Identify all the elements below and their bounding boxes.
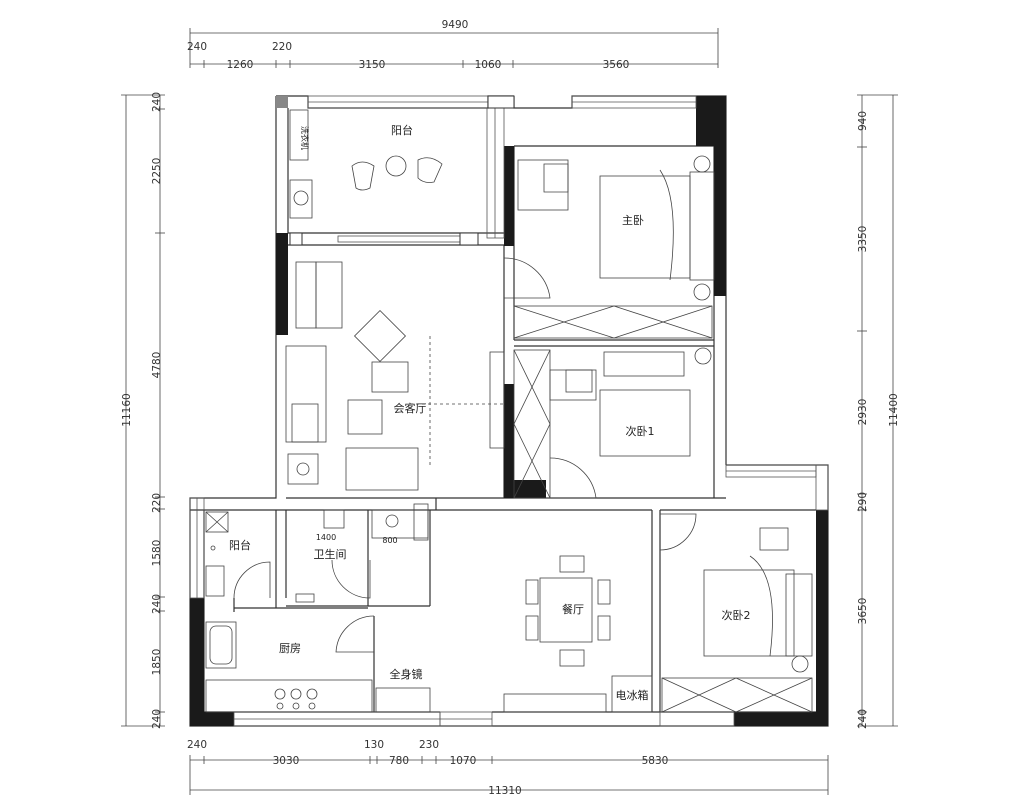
dim-bottom-3030: 3030: [273, 755, 300, 767]
room-labels: 阳台 主卧 会客厅 次卧1 阳台 卫生间 厨房 餐厅 次卧2: [229, 123, 751, 655]
bath-dim-800: 800: [382, 536, 397, 545]
dim-top-3560: 3560: [603, 59, 630, 71]
washer-label: 洗衣机: [300, 126, 310, 150]
dim-right-240: 240: [857, 709, 869, 729]
bath-dim-1400: 1400: [316, 533, 336, 542]
solid-walls: [190, 96, 828, 726]
dim-left-1580: 1580: [151, 540, 163, 567]
room-label-bathroom: 卫生间: [314, 547, 347, 561]
columns: [289, 95, 515, 246]
dim-top-220: 220: [272, 41, 292, 53]
dim-left-240c: 240: [151, 709, 163, 729]
dim-bottom-130: 130: [364, 739, 384, 751]
room-label-living-room: 会客厅: [394, 401, 427, 415]
appliance-labels: 洗衣机 全身镜 电冰箱 1400 800: [300, 126, 649, 702]
furniture: [205, 109, 813, 713]
dim-right-940: 940: [857, 111, 869, 131]
dim-left-2250: 2250: [151, 158, 163, 185]
dim-top-total: 9490: [442, 19, 469, 31]
dim-bottom-240: 240: [187, 739, 207, 751]
room-label-bedroom-1: 次卧1: [626, 424, 655, 438]
dim-bottom-5830: 5830: [642, 755, 669, 767]
room-label-balcony-top: 阳台: [391, 123, 413, 137]
dim-top-1260: 1260: [227, 59, 254, 71]
mirror-label: 全身镜: [390, 667, 423, 681]
room-label-kitchen: 厨房: [279, 642, 301, 655]
dim-left-240a: 240: [151, 92, 163, 112]
dim-bottom-230: 230: [419, 739, 439, 751]
right-dimension-texts: 11400 940 3350 2930 290 3650 240: [857, 111, 900, 729]
dim-left-220: 220: [151, 493, 163, 513]
room-label-master-bedroom: 主卧: [622, 214, 644, 227]
left-dimension-texts: 11160 240 2250 4780 220 1580 240 1850 24…: [121, 92, 163, 729]
room-label-bedroom-2: 次卧2: [722, 608, 751, 622]
dim-right-2930: 2930: [857, 399, 869, 426]
room-label-dining-room: 餐厅: [562, 602, 584, 616]
dimension-lines: [121, 28, 898, 795]
dim-right-3350: 3350: [857, 226, 869, 253]
dim-top-3150: 3150: [359, 59, 386, 71]
room-label-balcony-left: 阳台: [229, 538, 251, 552]
fridge-label: 电冰箱: [616, 688, 649, 702]
dim-bottom-780: 780: [389, 755, 409, 767]
dim-top-1060: 1060: [475, 59, 502, 71]
doors: [233, 257, 697, 653]
dim-left-1850: 1850: [151, 649, 163, 676]
dim-left-240b: 240: [151, 594, 163, 614]
dim-bottom-1070: 1070: [450, 755, 477, 767]
dim-right-290: 290: [857, 492, 869, 512]
dimension-texts: 9490 240 220 1260 3150 1060 3560 240 130…: [121, 19, 900, 797]
dim-right-total: 11400: [888, 393, 900, 426]
dim-left-total: 11160: [121, 393, 133, 426]
dim-left-4780: 4780: [151, 352, 163, 379]
dim-top-240: 240: [187, 41, 207, 53]
dim-right-3650: 3650: [857, 598, 869, 625]
dim-bottom-total: 11310: [488, 785, 521, 797]
windows: [189, 95, 829, 727]
